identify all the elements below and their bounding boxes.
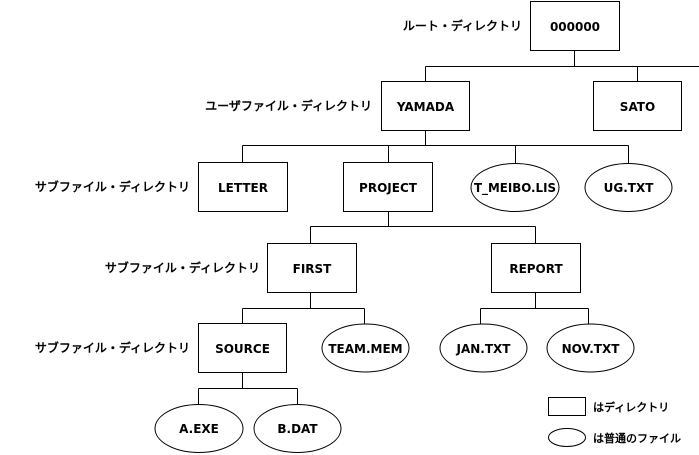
directory-node-sato[interactable]: SATO — [593, 81, 682, 131]
node-label: 000000 — [550, 20, 600, 34]
node-label: FIRST — [293, 262, 333, 276]
directory-node-root[interactable]: 000000 — [530, 1, 620, 51]
node-label: NOV.TXT — [562, 342, 621, 356]
level-label-sub2: サブファイル・ディレクトリ — [105, 260, 260, 275]
legend-file-label: は普通のファイル — [593, 431, 681, 445]
directory-box — [198, 323, 287, 373]
legend: はディレクトリ は普通のファイル — [548, 397, 681, 447]
file-ellipse — [154, 404, 244, 453]
node-label: UG.TXT — [604, 181, 655, 195]
file-node-aexe[interactable]: A.EXE — [154, 404, 244, 453]
legend-directory-swatch — [548, 397, 586, 416]
node-label: SATO — [620, 100, 655, 114]
directory-box — [267, 243, 357, 293]
directory-node-letter[interactable]: LETTER — [198, 162, 288, 212]
file-node-tmeibo[interactable]: T_MEIBO.LIS — [470, 163, 560, 212]
node-label: SOURCE — [215, 342, 270, 356]
directory-box — [491, 243, 581, 293]
node-label: LETTER — [218, 181, 268, 195]
level-labels: ルート・ディレクトリ ユーザファイル・ディレクトリ サブファイル・ディレクトリ … — [35, 18, 522, 355]
file-ellipse — [584, 163, 673, 212]
node-label: TEAM.MEM — [328, 342, 402, 356]
file-node-jan[interactable]: JAN.TXT — [439, 323, 528, 373]
node-label: PROJECT — [359, 181, 418, 195]
level-label-user: ユーザファイル・ディレクトリ — [205, 98, 372, 113]
node-label: REPORT — [509, 262, 563, 276]
edges — [198, 50, 699, 405]
node-label: A.EXE — [179, 422, 219, 436]
legend-directory-label: はディレクトリ — [593, 400, 669, 414]
directory-node-source[interactable]: SOURCE — [198, 323, 287, 373]
legend-file-swatch — [548, 428, 586, 447]
directory-box — [530, 1, 620, 51]
directory-box — [343, 162, 433, 212]
file-ellipse — [470, 163, 560, 212]
directory-box — [381, 81, 470, 131]
file-node-ug[interactable]: UG.TXT — [584, 163, 673, 212]
directory-box — [198, 162, 288, 212]
level-label-root: ルート・ディレクトリ — [403, 18, 522, 33]
file-node-nov[interactable]: NOV.TXT — [546, 323, 635, 373]
directory-node-project[interactable]: PROJECT — [343, 162, 433, 212]
node-label: YAMADA — [396, 100, 455, 114]
level-label-sub3: サブファイル・ディレクトリ — [35, 340, 190, 355]
nodes: 000000 YAMADA SATO LETTER PROJECT T_MEIB… — [154, 1, 682, 453]
level-label-sub1: サブファイル・ディレクトリ — [35, 179, 190, 194]
directory-node-yamada[interactable]: YAMADA — [381, 81, 470, 131]
file-ellipse — [321, 323, 410, 373]
node-label: JAN.TXT — [456, 342, 512, 356]
node-label: B.DAT — [277, 422, 318, 436]
file-ellipse — [253, 404, 342, 453]
directory-box — [593, 81, 682, 131]
directory-node-report[interactable]: REPORT — [491, 243, 581, 293]
file-node-bdat[interactable]: B.DAT — [253, 404, 342, 453]
node-label: T_MEIBO.LIS — [474, 181, 556, 196]
directory-node-first[interactable]: FIRST — [267, 243, 357, 293]
file-node-teammem[interactable]: TEAM.MEM — [321, 323, 410, 373]
file-ellipse — [546, 323, 635, 373]
file-ellipse — [439, 323, 528, 373]
